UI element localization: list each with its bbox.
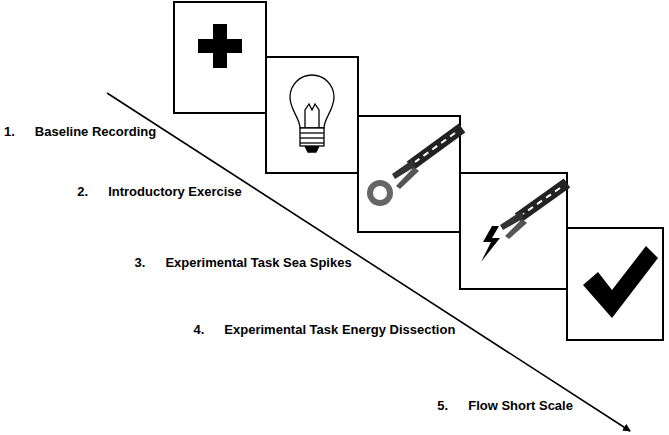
step-number: 1. — [4, 124, 15, 139]
step-boxes — [174, 2, 663, 340]
step-number: 2. — [77, 184, 88, 199]
step-label: Flow Short Scale — [468, 398, 573, 413]
step-label: Baseline Recording — [35, 124, 156, 139]
step-label: Experimental Task Sea Spikes — [165, 255, 351, 270]
step-label: Introductory Exercise — [108, 184, 242, 199]
lightbulb-icon — [290, 75, 334, 152]
step-number: 5. — [437, 398, 448, 413]
grasper-energy-icon — [481, 183, 567, 262]
cross-icon — [198, 24, 242, 68]
grasper-ring-icon — [370, 128, 462, 203]
step-label: Experimental Task Energy Dissection — [224, 322, 455, 337]
step-number: 4. — [194, 322, 205, 337]
step-number: 3. — [135, 255, 146, 270]
timeline-arrow — [107, 93, 630, 431]
checkmark-icon — [583, 246, 658, 318]
